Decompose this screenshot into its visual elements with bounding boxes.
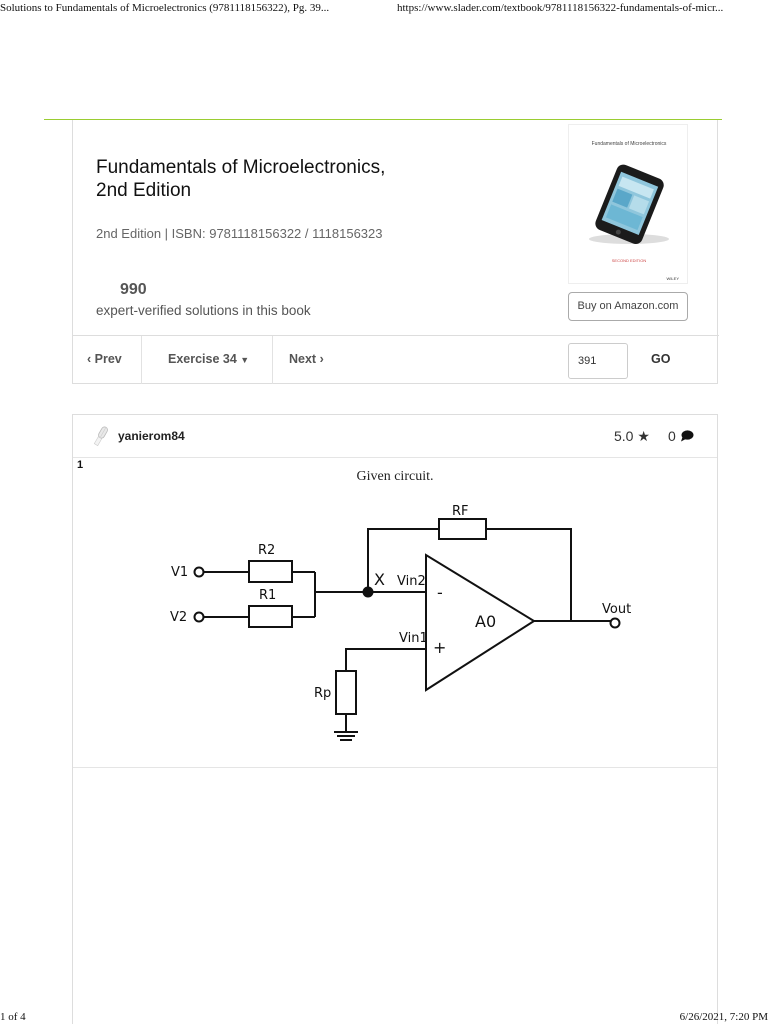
exercise-label: Exercise 34 bbox=[168, 352, 237, 366]
r2-label: R2 bbox=[258, 543, 275, 558]
print-footer-page: 1 of 4 bbox=[0, 1011, 26, 1023]
cover-edition: SECOND EDITION bbox=[611, 258, 647, 263]
feedback-wire-right bbox=[486, 528, 572, 621]
r1-label: R1 bbox=[259, 588, 276, 603]
circuit-diagram: RF R2 R1 V1 V2 X Vin2 Vin1 - + A0 Vout R… bbox=[170, 504, 631, 741]
book-cover[interactable]: Fundamentals of Microelectronics SECOND … bbox=[568, 124, 688, 284]
plus-sign: + bbox=[433, 638, 446, 657]
solution-header: yanierom84 5.0 ★ 0 bbox=[73, 415, 717, 458]
rp-label: Rp bbox=[314, 686, 331, 701]
gain-label: A0 bbox=[475, 612, 496, 631]
book-title-line2: 2nd Edition bbox=[96, 180, 192, 201]
book-title: Fundamentals of Microelectronics, 2nd Ed… bbox=[96, 156, 416, 202]
vout-label: Vout bbox=[602, 602, 631, 617]
book-title-line1: Fundamentals of Microelectronics, bbox=[96, 157, 386, 178]
rating: 5.0 ★ bbox=[614, 428, 650, 445]
buy-on-amazon-button[interactable]: Buy on Amazon.com bbox=[568, 292, 688, 321]
comments-count[interactable]: 0 bbox=[668, 428, 694, 444]
rating-value: 5.0 bbox=[614, 428, 634, 444]
next-label: Next bbox=[289, 352, 317, 366]
exercise-nav: ‹ Prev Exercise 34 ▼ Next › 391 GO bbox=[73, 335, 719, 384]
top-divider bbox=[44, 119, 722, 120]
comments-value: 0 bbox=[668, 428, 676, 444]
comment-icon bbox=[680, 430, 694, 442]
solutions-count: 990 bbox=[120, 281, 147, 298]
book-isbn: 2nd Edition | ISBN: 9781118156322 / 1118… bbox=[96, 226, 383, 241]
print-header-title: Solutions to Fundamentals of Microelectr… bbox=[0, 2, 330, 14]
chevron-right-icon: › bbox=[319, 352, 324, 366]
feedback-wire-left bbox=[367, 528, 439, 592]
r2-resistor bbox=[248, 560, 293, 583]
op-amp bbox=[425, 553, 536, 692]
vout-terminal bbox=[609, 617, 621, 629]
node-x-dot bbox=[362, 586, 374, 598]
avatar[interactable] bbox=[91, 424, 111, 448]
rf-label: RF bbox=[452, 504, 469, 519]
go-button[interactable]: GO bbox=[651, 352, 671, 366]
v2-terminal bbox=[193, 611, 205, 623]
caret-down-icon: ▼ bbox=[240, 355, 250, 365]
next-button[interactable]: Next › bbox=[289, 336, 324, 384]
r1-resistor bbox=[248, 605, 293, 628]
v1-terminal bbox=[193, 566, 205, 578]
cover-title: Fundamentals of Microelectronics bbox=[591, 141, 667, 147]
print-header-url: https://www.slader.com/textbook/97811181… bbox=[397, 2, 724, 14]
node-x-label: X bbox=[374, 570, 385, 589]
print-footer-datetime: 6/26/2021, 7:20 PM bbox=[679, 1011, 768, 1023]
solutions-label: expert-verified solutions in this book bbox=[96, 303, 311, 318]
exercise-dropdown[interactable]: Exercise 34 ▼ bbox=[168, 336, 249, 384]
book-card: Fundamentals of Microelectronics, 2nd Ed… bbox=[72, 120, 719, 384]
solution-card: yanierom84 5.0 ★ 0 1 Given circuit. bbox=[72, 414, 718, 1024]
vin2-label: Vin2 bbox=[397, 574, 426, 589]
step-number: 1 bbox=[77, 459, 84, 471]
chevron-left-icon: ‹ bbox=[87, 352, 92, 366]
author-name[interactable]: yanierom84 bbox=[118, 429, 185, 443]
step-text: Given circuit. bbox=[356, 469, 434, 484]
step-divider bbox=[73, 767, 717, 768]
cover-publisher: WILEY bbox=[666, 276, 679, 281]
v2-label: V2 bbox=[170, 610, 187, 625]
nav-divider bbox=[272, 336, 273, 384]
nav-divider bbox=[141, 336, 142, 384]
rp-resistor bbox=[335, 670, 357, 715]
star-icon: ★ bbox=[637, 428, 650, 444]
v1-label: V1 bbox=[171, 565, 188, 580]
vin1-label: Vin1 bbox=[399, 631, 428, 646]
cover-phone-image bbox=[589, 164, 669, 245]
rf-resistor bbox=[438, 518, 487, 540]
prev-label: Prev bbox=[94, 352, 122, 366]
prev-button[interactable]: ‹ Prev bbox=[87, 336, 122, 384]
page-number-input[interactable]: 391 bbox=[568, 343, 628, 379]
minus-sign: - bbox=[437, 583, 443, 602]
